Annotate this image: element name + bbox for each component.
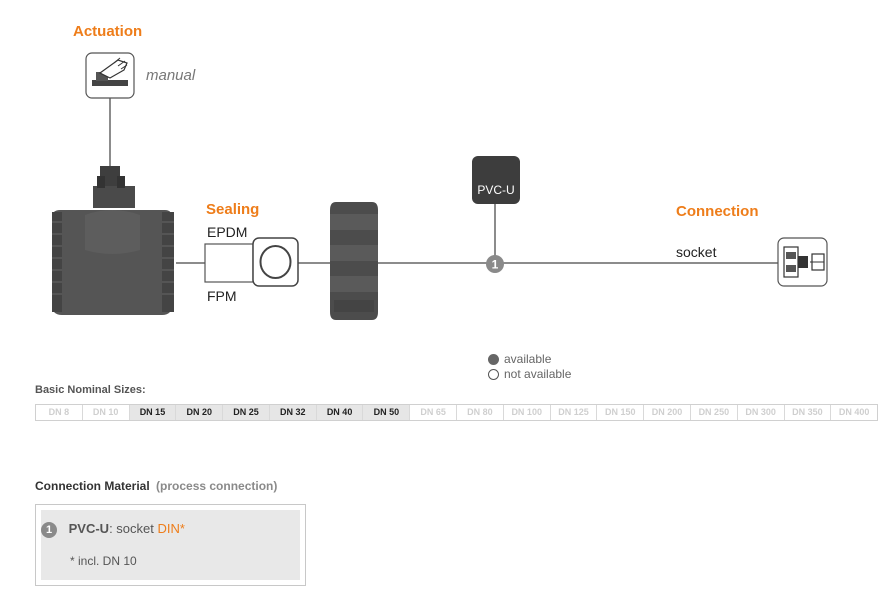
nominal-size-cell: DN 350 [784,405,832,420]
material-tag-pvc-u: PVC-U [472,156,520,204]
actuation-type-label: manual [146,67,196,84]
material-name: PVC-U [68,521,110,536]
connection-material-title: Connection Material [35,479,150,493]
nominal-size-cell: DN 15 [129,405,177,420]
nominal-size-cell: DN 400 [831,405,878,420]
nominal-size-cell: DN 250 [690,405,738,420]
availability-legend: available not available [488,352,571,382]
union-nut-image [330,202,378,320]
connection-point-number: 1 [492,258,499,272]
valve-body-image [52,166,174,315]
connection-material-heading: Connection Material (process connection) [35,479,277,493]
connection-title: Connection [676,203,759,220]
connection-material-panel: 1 PVC-U: socket DIN* * incl. DN 10 [41,510,300,580]
nominal-size-cell: DN 65 [410,405,458,420]
material-separator: : socket [109,521,158,536]
filled-dot-icon [488,354,499,366]
connection-type-label: socket [676,244,717,260]
legend-available: available [488,352,571,367]
sealing-option-epdm: EPDM [207,224,248,240]
nominal-sizes-title: Basic Nominal Sizes: [35,384,146,396]
empty-dot-icon [488,369,499,381]
nominal-size-cell: DN 32 [269,405,317,420]
nominal-size-cell: DN 40 [316,405,364,420]
sealing-title: Sealing [206,201,260,218]
nominal-size-cell: DN 10 [82,405,130,420]
material-footnote: * incl. DN 10 [70,554,137,568]
nominal-size-cell: DN 25 [223,405,270,420]
connection-material-subtitle: (process connection) [156,479,278,493]
nominal-size-cell: DN 200 [644,405,691,420]
material-entry: 1 PVC-U: socket DIN* [41,521,185,538]
nominal-size-cell: DN 8 [36,405,83,420]
nominal-size-cell: DN 50 [363,405,411,420]
material-number-badge: 1 [41,522,57,538]
nominal-size-cell: DN 300 [737,405,785,420]
sealing-option-fpm: FPM [207,288,237,304]
socket-connection-icon [777,237,828,287]
connection-material-box: 1 PVC-U: socket DIN* * incl. DN 10 [35,504,306,586]
o-ring-icon [252,237,299,287]
manual-actuator-icon [85,52,135,99]
material-standard: DIN* [157,521,185,536]
nominal-size-cell: DN 150 [597,405,645,420]
legend-not-available: not available [488,367,571,382]
connection-point-1: 1 [486,255,504,273]
nominal-size-cell: DN 80 [457,405,504,420]
material-tag-label: PVC-U [477,183,514,197]
valve-diagram: PVC-U 1 [52,52,828,320]
nominal-size-cell: DN 125 [550,405,598,420]
nominal-size-cell: DN 100 [503,405,551,420]
sealing-bracket [204,243,254,283]
actuation-title: Actuation [73,23,143,40]
nominal-size-cell: DN 20 [176,405,224,420]
